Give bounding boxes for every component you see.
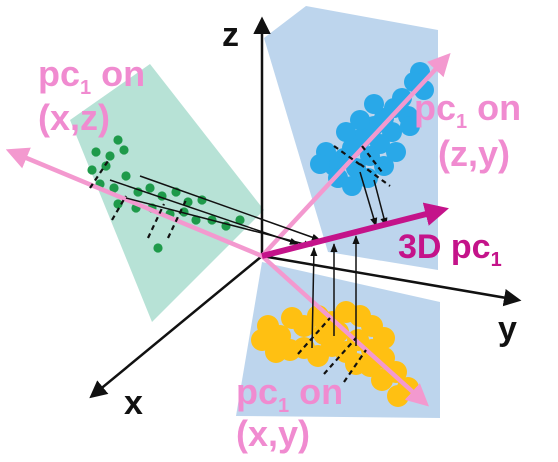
pc1-3d-arrow bbox=[261, 202, 449, 259]
pc1-zy-label-line1: pc1 on bbox=[414, 87, 521, 133]
data-point bbox=[87, 165, 97, 175]
data-point bbox=[387, 385, 409, 407]
data-point bbox=[342, 176, 362, 196]
pc1-xy-arrow bbox=[260, 254, 430, 407]
data-point bbox=[121, 171, 131, 181]
pc1-xy-label-line2: (x,y) bbox=[236, 413, 310, 454]
zy-projected-points bbox=[310, 62, 434, 196]
pc1-xz-label-line2: (x,z) bbox=[38, 97, 110, 138]
data-point bbox=[350, 110, 370, 130]
x-axis-label: x bbox=[124, 384, 143, 422]
data-point bbox=[386, 142, 406, 162]
data-point bbox=[113, 199, 123, 209]
data-point bbox=[109, 183, 119, 193]
data-point bbox=[91, 147, 101, 157]
projection-arrows bbox=[109, 171, 388, 349]
pc1-3d-label: 3D pc1 bbox=[398, 228, 502, 271]
data-point bbox=[119, 145, 129, 155]
data-point bbox=[101, 161, 111, 171]
y-axis bbox=[261, 254, 522, 307]
residual-dashes bbox=[89, 145, 391, 383]
data-point bbox=[191, 215, 201, 225]
data-point bbox=[336, 122, 356, 142]
pc1-xz-arrow bbox=[5, 147, 263, 259]
data-point bbox=[371, 369, 393, 391]
pc1-zy-arrow bbox=[260, 53, 451, 258]
data-point bbox=[113, 135, 123, 145]
data-point bbox=[400, 116, 420, 136]
data-point bbox=[235, 215, 245, 225]
x-axis bbox=[89, 255, 263, 399]
data-point bbox=[251, 329, 273, 351]
data-point bbox=[105, 151, 115, 161]
data-point bbox=[374, 156, 394, 176]
pc1-xy-label-line1: pc1 on bbox=[236, 371, 343, 417]
pc1-zy-label-line2: (z,y) bbox=[438, 133, 510, 174]
z-axis-label: z bbox=[222, 16, 239, 54]
pc1-xz-label-line1: pc1 on bbox=[38, 53, 145, 99]
data-point bbox=[364, 94, 384, 114]
data-point bbox=[313, 323, 335, 345]
data-point bbox=[153, 243, 163, 253]
y-axis-label: y bbox=[498, 310, 517, 348]
data-point bbox=[310, 154, 330, 174]
xz-plane bbox=[70, 64, 264, 322]
data-point bbox=[183, 197, 193, 207]
data-point bbox=[145, 183, 155, 193]
